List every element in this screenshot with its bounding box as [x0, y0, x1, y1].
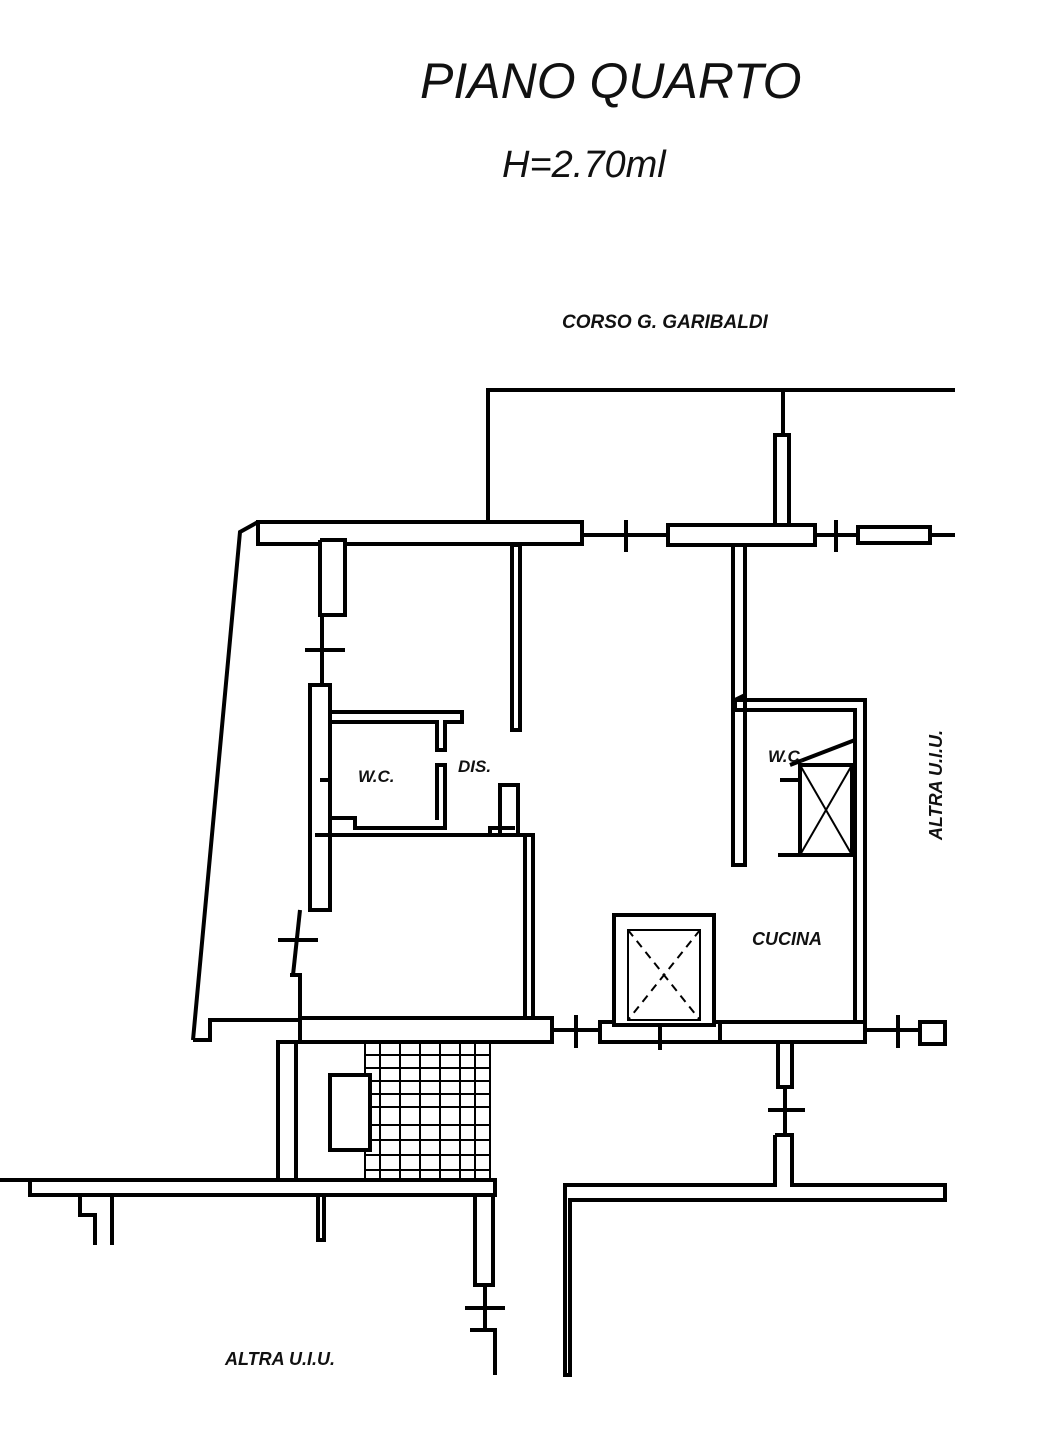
room-label-wc-left: W.C. — [358, 767, 395, 786]
street-label: CORSO G. GARIBALDI — [562, 312, 769, 333]
height-note: H=2.70ml — [502, 144, 667, 186]
room-label-dis: DIS. — [458, 757, 491, 776]
walls — [0, 388, 955, 1377]
plan-title: PIANO QUARTO — [420, 53, 802, 109]
neighbor-label-right: ALTRA U.I.U. — [926, 730, 946, 841]
neighbor-label-bottom: ALTRA U.I.U. — [224, 1349, 335, 1369]
room-label-cucina: CUCINA — [752, 929, 822, 949]
room-label-wc-right: W.C. — [768, 747, 805, 766]
